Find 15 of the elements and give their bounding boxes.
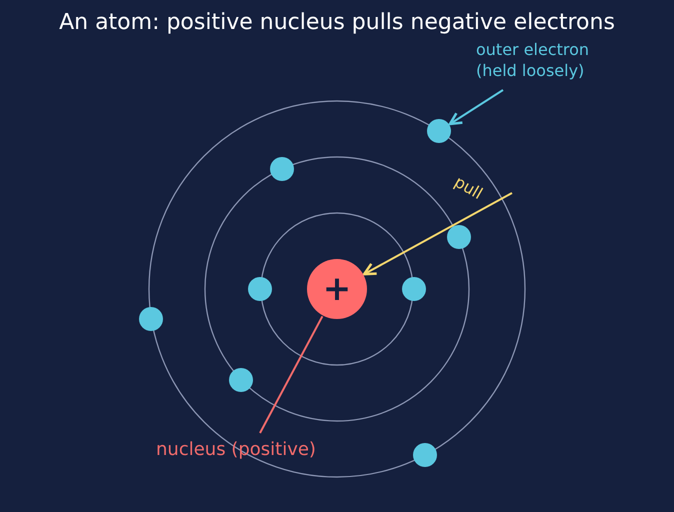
electron-circle	[229, 368, 253, 392]
diagram-title: An atom: positive nucleus pulls negative electrons	[58, 10, 616, 35]
leader-line	[259, 316, 324, 434]
electron-circle	[427, 119, 451, 143]
arrow	[362, 192, 512, 276]
electron-circle	[139, 307, 163, 331]
arrow	[448, 89, 504, 126]
electron-circle	[402, 277, 426, 301]
electron-circle	[248, 277, 272, 301]
electron-circle	[413, 443, 437, 467]
electron-circle	[447, 225, 471, 249]
nucleus-circle: +	[307, 259, 367, 319]
callout-label: outer electron (held loosely)	[476, 40, 626, 82]
callout-label: nucleus (positive)	[156, 438, 356, 462]
electron-circle	[270, 157, 294, 181]
